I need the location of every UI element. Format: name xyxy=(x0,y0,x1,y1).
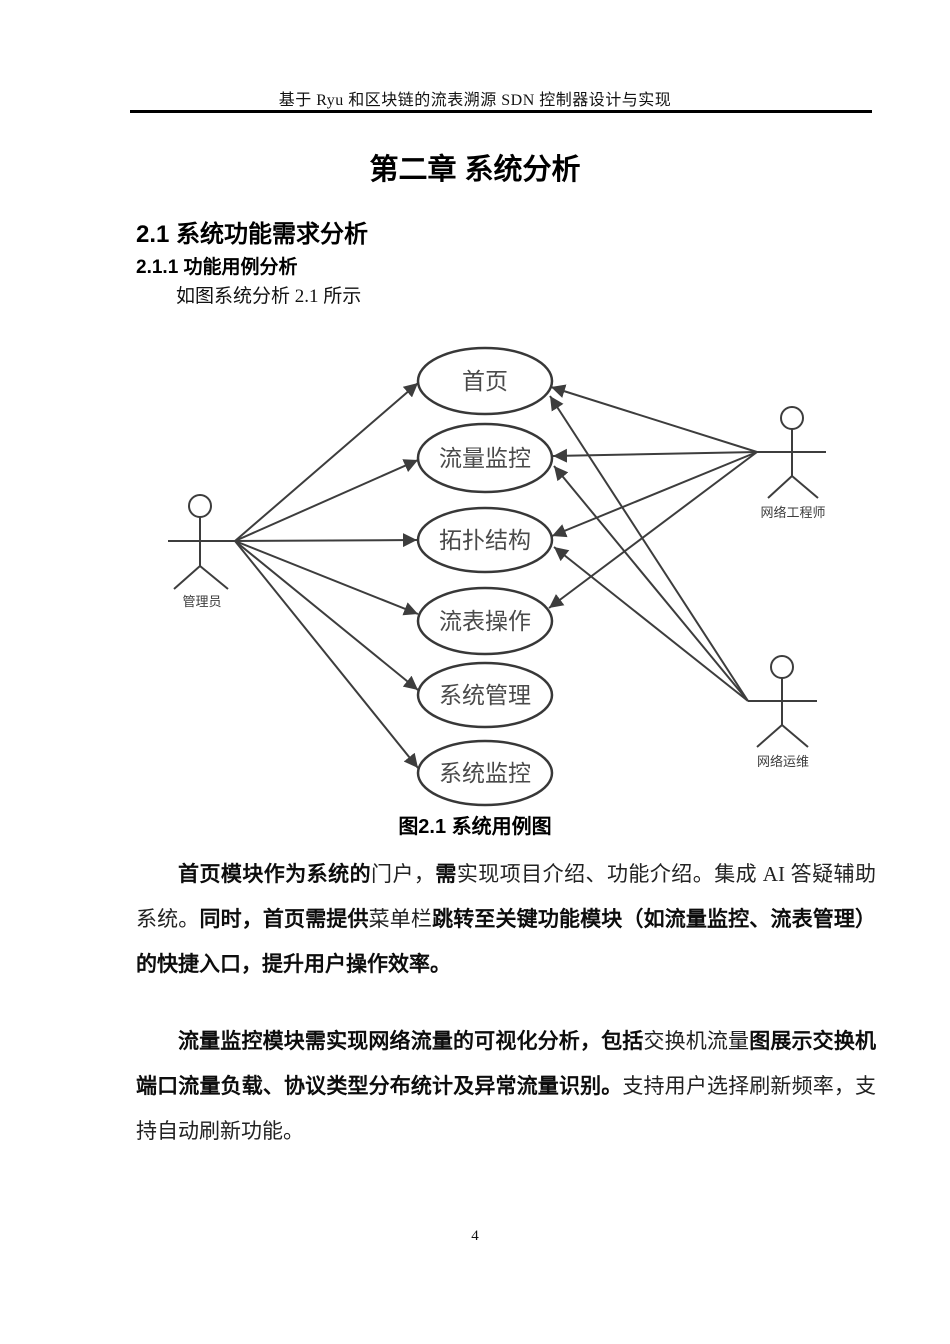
actor-leg xyxy=(781,724,809,748)
actor-admin: 管理员 xyxy=(168,494,235,609)
use-case-flowtable: 流表操作 xyxy=(416,586,554,656)
text-run: 跳转至关键功能模块（如流量监控、流表管理）的快捷入口，提升用户操作效率。 xyxy=(136,908,877,976)
assoc-ops-topology xyxy=(553,546,749,702)
associations-engineer xyxy=(548,384,758,609)
use-case-label: 流量监控 xyxy=(439,445,531,471)
text-run: 流量监控模块需实现网络流量的可视化分析，包括 xyxy=(178,1030,644,1053)
assoc-ops-home xyxy=(549,395,749,702)
actor-leg xyxy=(791,475,819,499)
figure-intro: 如图系统分析 2.1 所示 xyxy=(176,286,362,307)
use-case-sysmon: 系统监控 xyxy=(416,739,554,807)
actor-leg xyxy=(199,565,229,590)
assoc-engineer-home xyxy=(550,384,758,453)
text-run: 支持用户选择刷新频率，支持自动刷新功能。 xyxy=(136,1074,877,1143)
use-case-label: 系统监控 xyxy=(439,760,531,786)
use-case-ellipse xyxy=(416,346,554,416)
assoc-admin-sysmon xyxy=(234,540,419,769)
assoc-engineer-traffic xyxy=(552,448,758,463)
assoc-ops-traffic xyxy=(553,465,749,702)
actor-label: 管理员 xyxy=(182,594,221,609)
assoc-admin-flowtable xyxy=(234,540,419,616)
actor-ops: 网络运维 xyxy=(748,655,817,769)
use-case-ellipse xyxy=(416,739,554,807)
actor-leg xyxy=(767,475,793,499)
subsection-heading: 2.1.1 功能用例分析 xyxy=(136,257,298,278)
section-heading: 2.1 系统功能需求分析 xyxy=(136,221,369,248)
body-text: 首页模块作为系统的门户，需实现项目介绍、功能介绍。集成 AI 答疑辅助系统。同时… xyxy=(136,852,876,1153)
use-case-ellipse xyxy=(416,586,554,656)
use-case-label: 拓扑结构 xyxy=(439,527,531,553)
assoc-engineer-flowtable xyxy=(548,451,758,609)
use-case-ellipse xyxy=(416,506,554,574)
text-run: 门户， xyxy=(371,862,436,886)
text-run: 实现项目介绍、功能介绍。集成 AI 答疑辅助系统。 xyxy=(136,862,876,931)
use-case-home: 首页 xyxy=(416,346,554,416)
use-case-label: 流表操作 xyxy=(439,608,531,634)
assoc-engineer-topology xyxy=(551,451,758,538)
actor-head xyxy=(780,406,804,430)
page-number: 4 xyxy=(471,1228,479,1244)
figure-caption: 图2.1 系统用例图 xyxy=(398,816,552,838)
text-run: 首页模块作为系统的 xyxy=(178,863,372,886)
text-run: 菜单栏 xyxy=(368,907,433,931)
use-case-traffic: 流量监控 xyxy=(416,422,554,494)
use-case-sysmgmt: 系统管理 xyxy=(416,661,554,729)
assoc-admin-sysmgmt xyxy=(234,540,419,691)
associations-admin xyxy=(234,382,419,769)
text-run: 需 xyxy=(435,863,457,886)
use-case-ellipse xyxy=(416,422,554,494)
use-case-diagram: 首页 流量监控 拓扑结构 流表操作 系统管理 系统监控 xyxy=(168,346,826,807)
text-run: 图展示交换机端口流量负载、协议类型分布统计及异常流量识别。 xyxy=(136,1030,876,1098)
header-rule xyxy=(130,110,872,113)
assoc-admin-traffic xyxy=(234,459,419,542)
assoc-admin-topology xyxy=(234,533,418,548)
text-run: 交换机流量 xyxy=(643,1029,750,1053)
assoc-admin-home xyxy=(234,382,419,542)
chapter-title: 第二章 系统分析 xyxy=(369,154,581,186)
use-case-ellipse xyxy=(416,661,554,729)
actor-label: 网络工程师 xyxy=(760,505,825,520)
text-run: 同时，首页需提供 xyxy=(199,908,369,931)
paragraph-home-module: 首页模块作为系统的门户，需实现项目介绍、功能介绍。集成 AI 答疑辅助系统。同时… xyxy=(136,852,876,987)
actor-leg xyxy=(173,565,201,590)
actor-head xyxy=(188,494,212,518)
actor-leg xyxy=(756,724,783,748)
use-case-label: 首页 xyxy=(462,368,508,394)
associations-ops xyxy=(549,395,749,702)
use-case-topology: 拓扑结构 xyxy=(416,506,554,574)
use-case-label: 系统管理 xyxy=(439,682,531,708)
actor-label: 网络运维 xyxy=(757,754,809,769)
actor-head xyxy=(770,655,794,679)
paragraph-traffic-module: 流量监控模块需实现网络流量的可视化分析，包括交换机流量图展示交换机端口流量负载、… xyxy=(136,1019,876,1153)
actor-engineer: 网络工程师 xyxy=(757,406,826,520)
running-header: 基于 Ryu 和区块链的流表溯源 SDN 控制器设计与实现 xyxy=(278,92,672,109)
